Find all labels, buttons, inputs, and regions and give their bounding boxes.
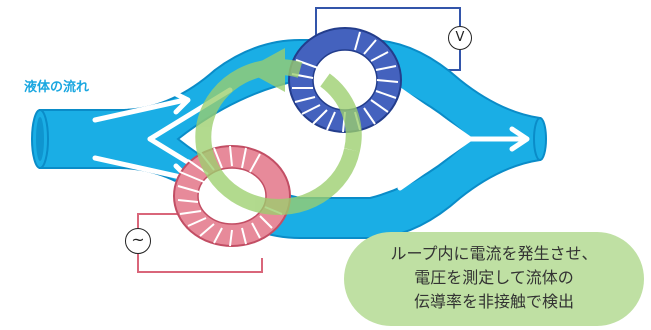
ac-circuit-wire bbox=[137, 213, 183, 228]
loop-arc bbox=[195, 59, 360, 215]
arrow-inlet-lower bbox=[92, 155, 188, 181]
voltmeter-circuit-wire bbox=[315, 7, 461, 40]
ac-circuit-wire-2 bbox=[137, 254, 263, 273]
loop-arrowhead bbox=[245, 48, 285, 92]
pipe-outlet bbox=[533, 117, 547, 161]
coil-blue bbox=[288, 27, 402, 133]
arrow-merge-lower bbox=[397, 136, 473, 191]
arrow-merge-upper bbox=[397, 87, 473, 142]
description-callout: ループ内に電流を発生させ、 電圧を測定して流体の 伝導率を非接触で検出 bbox=[344, 232, 644, 326]
pipe-inlet-inner bbox=[36, 117, 44, 161]
callout-line-3: 伝導率を非接触で検出 bbox=[413, 292, 574, 311]
ac-source-icon: ~ bbox=[125, 228, 151, 254]
fluid-flow-label: 液体の流れ bbox=[24, 80, 90, 95]
callout-line-1: ループ内に電流を発生させ、 bbox=[390, 244, 598, 263]
arrow-inlet-upper bbox=[92, 97, 188, 123]
callout-text: ループ内に電流を発生させ、 電圧を測定して流体の 伝導率を非接触で検出 bbox=[344, 242, 644, 314]
pipe bbox=[31, 39, 547, 239]
loop-arc-2 bbox=[320, 73, 362, 152]
callout-line-2: 電圧を測定して流体の bbox=[414, 268, 574, 287]
induced-current-loop bbox=[195, 48, 362, 215]
voltmeter-icon: V bbox=[448, 26, 472, 50]
